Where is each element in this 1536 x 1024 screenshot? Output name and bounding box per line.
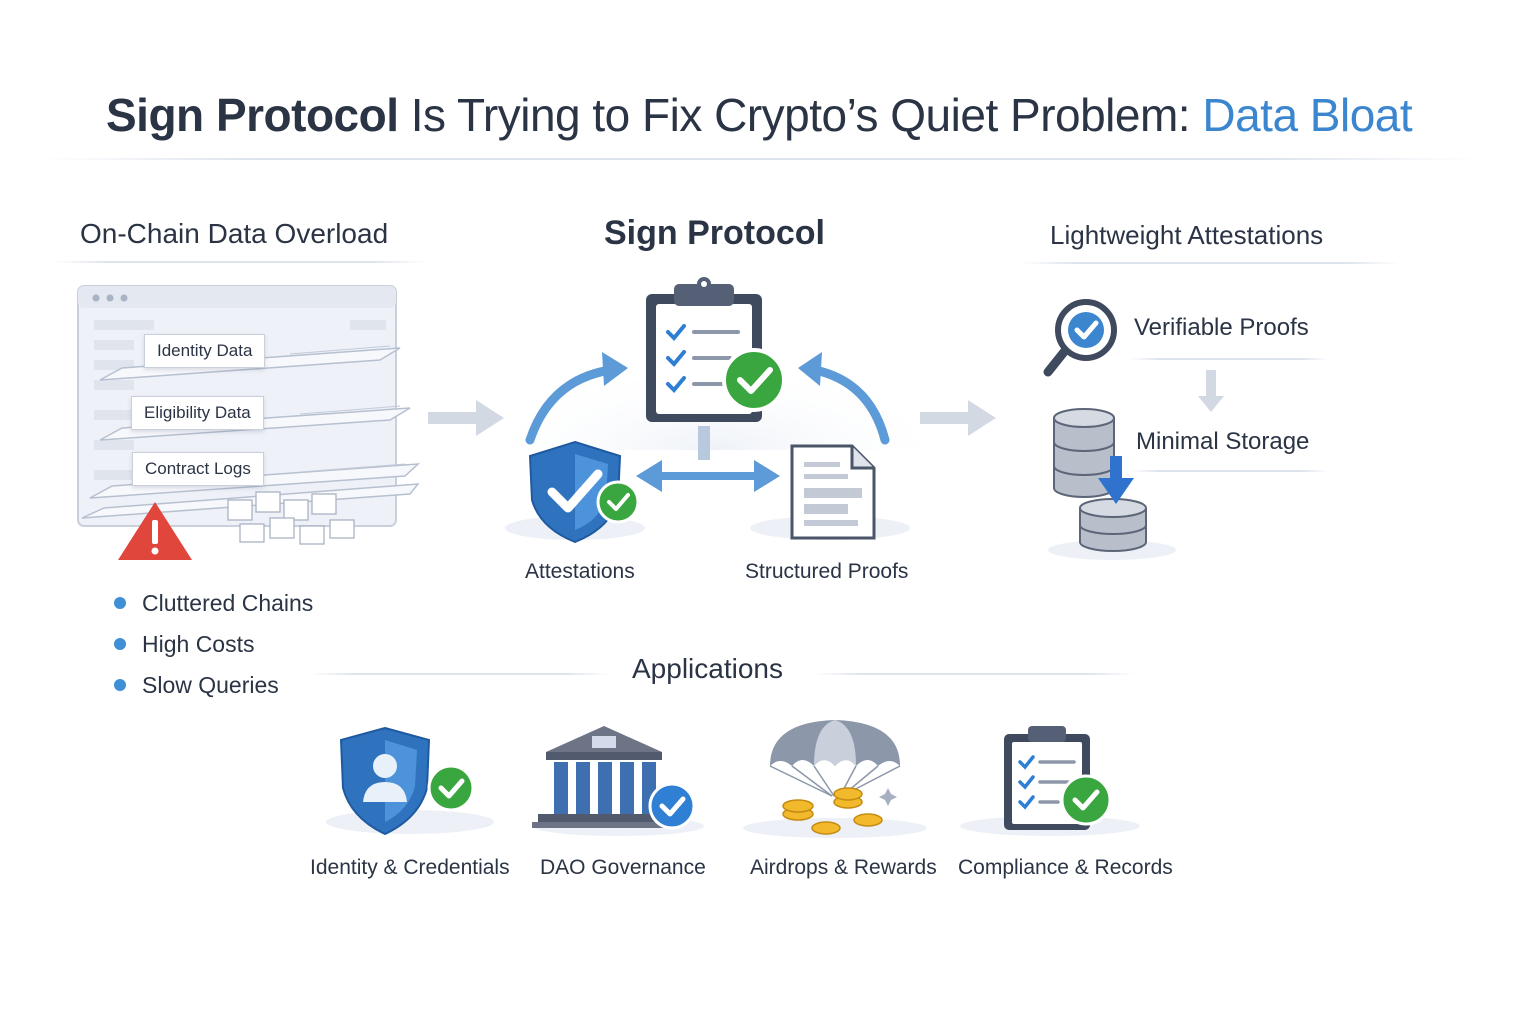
doc-tag-eligibility-data: Eligibility Data [131,396,264,430]
identity-shield-icon [326,726,494,836]
bullet-text: Cluttered Chains [142,589,314,616]
doc-tag-identity-data: Identity Data [144,334,266,368]
structured-proofs-label: Structured Proofs [745,560,909,583]
title-accent-part: Data Bloat [1202,89,1413,141]
bullet-text: High Costs [142,630,255,657]
title-bold-part: Sign Protocol [106,89,399,141]
doc-tag-contract-logs: Contract Logs [132,452,264,486]
attestations-label: Attestations [525,560,635,583]
problem-bullet-list: Cluttered Chains High Costs Slow Queries [114,588,313,700]
title-divider [40,158,1480,160]
compliance-clipboard-icon [960,726,1140,836]
left-section-heading: On-Chain Data Overload [80,218,389,249]
app-label-identity-credentials: Identity & Credentials [310,856,510,879]
bullet-item: Slow Queries [114,670,313,700]
app-label-compliance-records: Compliance & Records [958,856,1173,879]
magnifier-check-icon [1043,299,1117,377]
applications-divider-left [310,673,610,675]
down-arrow-icon [1198,370,1224,412]
airdrop-parachute-icon [743,720,927,838]
database-storage-icon [1048,408,1176,560]
bullet-dot-icon [114,597,126,609]
page-title: Sign Protocol Is Trying to Fix Crypto’s … [106,88,1413,142]
bullet-text: Slow Queries [142,671,279,698]
minimal-storage-divider [1130,470,1330,472]
sign-protocol-hub-illustration [505,277,920,544]
bullet-dot-icon [114,638,126,650]
data-overload-illustration [77,285,421,560]
right-heading-divider [1020,262,1400,264]
minimal-storage-label: Minimal Storage [1136,428,1310,455]
left-heading-divider [55,261,425,263]
applications-divider-right [815,673,1135,675]
applications-heading: Applications [632,653,783,684]
app-label-airdrops-rewards: Airdrops & Rewards [750,856,937,879]
verifiable-proofs-label: Verifiable Proofs [1134,314,1309,341]
right-section-heading: Lightweight Attestations [1050,220,1324,250]
arrow-right-icon [428,400,504,436]
verifiable-proofs-divider [1130,358,1330,360]
dao-building-icon [532,726,704,836]
center-section-heading: Sign Protocol [604,214,825,252]
bullet-item: High Costs [114,629,313,659]
title-middle-part: Is Trying to Fix Crypto’s Quiet Problem: [398,89,1203,141]
bullet-dot-icon [114,679,126,691]
app-label-dao-governance: DAO Governance [540,856,706,879]
arrow-right-icon [920,400,996,436]
bullet-item: Cluttered Chains [114,588,313,618]
